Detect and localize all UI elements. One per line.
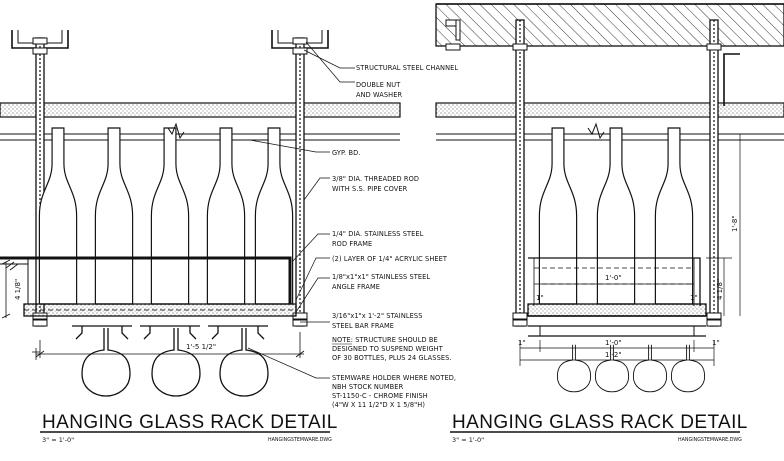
left-title-block: HANGING GLASS RACK DETAIL 3" = 1'-0" HAN… bbox=[40, 412, 338, 444]
label-gyp-bd: GYP. BD. bbox=[332, 149, 360, 157]
left-leaders bbox=[247, 41, 355, 379]
left-threaded-rod-2 bbox=[292, 37, 308, 327]
right-dim-rack-height: 4 1/8" bbox=[716, 279, 724, 300]
left-dim-height: 4 1/8" bbox=[14, 279, 22, 300]
bottle bbox=[150, 127, 190, 305]
wine-glass bbox=[632, 344, 668, 393]
bottle bbox=[254, 127, 294, 305]
bottle bbox=[94, 127, 134, 305]
left-dimensions: 4 1/8" 1'-5 1/2" bbox=[1, 259, 305, 360]
left-glasses bbox=[81, 327, 269, 397]
left-break-mark bbox=[167, 122, 185, 140]
right-dim-inner-width: 1'-0" bbox=[605, 274, 622, 282]
label-bar-stainless: 3/16"x1"x 1'-2" STAINLESS bbox=[332, 312, 422, 320]
right-title-block: HANGING GLASS RACK DETAIL 3" = 1'-0" HAN… bbox=[450, 412, 748, 444]
wine-glass bbox=[556, 344, 592, 393]
right-dim-bottom-overall: 1'-2" bbox=[605, 351, 622, 359]
bottle bbox=[206, 127, 246, 305]
right-dimensions: 1'-8" 4 1/8" 1'-0" 1" 1" 1" 1'-0" 1" 1'-… bbox=[518, 133, 750, 366]
left-sheet-ref: HANGINGSTEMWARE.DWG bbox=[268, 437, 332, 443]
label-bar-frame: STEEL BAR FRAME bbox=[332, 322, 394, 330]
stemware-line-2: NBH STOCK NUMBER bbox=[332, 383, 404, 391]
right-dim-overall-height: 1'-8" bbox=[731, 215, 739, 232]
right-threaded-rod-2 bbox=[706, 19, 722, 327]
left-detail-title: HANGING GLASS RACK DETAIL bbox=[42, 412, 338, 433]
right-structural-slab bbox=[435, 3, 784, 47]
wine-glass bbox=[151, 327, 201, 397]
label-acrylic-sheet: (2) LAYER OF 1/4" ACRYLIC SHEET bbox=[332, 255, 448, 263]
label-rod-frame: ROD FRAME bbox=[332, 240, 372, 248]
left-labels: STRUCTURAL STEEL CHANNEL DOUBLE NUT AND … bbox=[332, 64, 458, 409]
bottle bbox=[38, 127, 78, 305]
left-dim-width: 1'-5 1/2" bbox=[186, 343, 216, 351]
label-rod-stainless: 1/4" DIA. STAINLESS STEEL bbox=[332, 230, 424, 238]
right-stemware-holder bbox=[528, 325, 706, 337]
label-angle-stainless: 1/8"x1"x1" STAINLESS STEEL bbox=[332, 273, 430, 281]
right-sheet-ref: HANGINGSTEMWARE.DWG bbox=[678, 437, 742, 443]
stemware-line-3: ST-1150-C - CHROME FINISH bbox=[332, 392, 428, 400]
label-structural-steel-channel: STRUCTURAL STEEL CHANNEL bbox=[356, 64, 458, 72]
stemware-line-4: (4"W X 11 1/2"D X 1 5/8"H) bbox=[332, 401, 425, 409]
wine-glass bbox=[81, 327, 131, 397]
right-detail: 1'-8" 4 1/8" 1'-0" 1" 1" 1" 1'-0" 1" 1'-… bbox=[435, 3, 784, 444]
right-detail-title: HANGING GLASS RACK DETAIL bbox=[452, 412, 748, 433]
bottle bbox=[654, 127, 694, 305]
left-bottles bbox=[38, 127, 294, 305]
label-angle-frame: ANGLE FRAME bbox=[332, 283, 380, 291]
left-rod-frame bbox=[0, 256, 292, 304]
label-threaded-rod: 3/8" DIA. THREADED ROD bbox=[332, 175, 419, 183]
note-line-1: NOTE: STRUCTURE SHOULD BE bbox=[332, 336, 438, 344]
right-threaded-rod-1 bbox=[512, 19, 528, 327]
label-double-nut: DOUBLE NUT bbox=[356, 81, 401, 89]
right-dim-bottom-mid: 1'-0" bbox=[605, 339, 622, 347]
right-break-mark bbox=[587, 122, 605, 140]
left-stemware-holders bbox=[72, 325, 268, 340]
wine-glass bbox=[219, 327, 269, 397]
right-dim-bottom-right: 1" bbox=[712, 339, 720, 347]
right-steel-channel bbox=[723, 53, 740, 106]
right-glasses bbox=[556, 344, 706, 393]
right-dim-bottom-left: 1" bbox=[518, 339, 526, 347]
right-dim-angle-right: 1" bbox=[690, 294, 698, 302]
label-pipe-cover: WITH S.S. PIPE COVER bbox=[332, 185, 408, 193]
note-line-2: DESIGNED TO SUSPEND WEIGHT bbox=[332, 345, 444, 353]
wine-glass bbox=[670, 344, 706, 393]
label-and-washer: AND WASHER bbox=[356, 91, 402, 99]
right-scale: 3" = 1'-0" bbox=[452, 436, 484, 444]
right-dim-angle-left: 1" bbox=[536, 294, 544, 302]
note-line-3: OF 30 BOTTLES, PLUS 24 GLASSES. bbox=[332, 354, 452, 362]
right-anchor-nuts bbox=[445, 19, 461, 51]
stemware-line-1: STEMWARE HOLDER WHERE NOTED, bbox=[332, 374, 456, 382]
left-scale: 3" = 1'-0" bbox=[42, 436, 74, 444]
bottle bbox=[538, 127, 578, 305]
left-detail: 4 1/8" 1'-5 1/2" STRUCTURAL STEEL CHANNE… bbox=[0, 30, 458, 444]
left-acrylic-sheet bbox=[23, 303, 297, 317]
